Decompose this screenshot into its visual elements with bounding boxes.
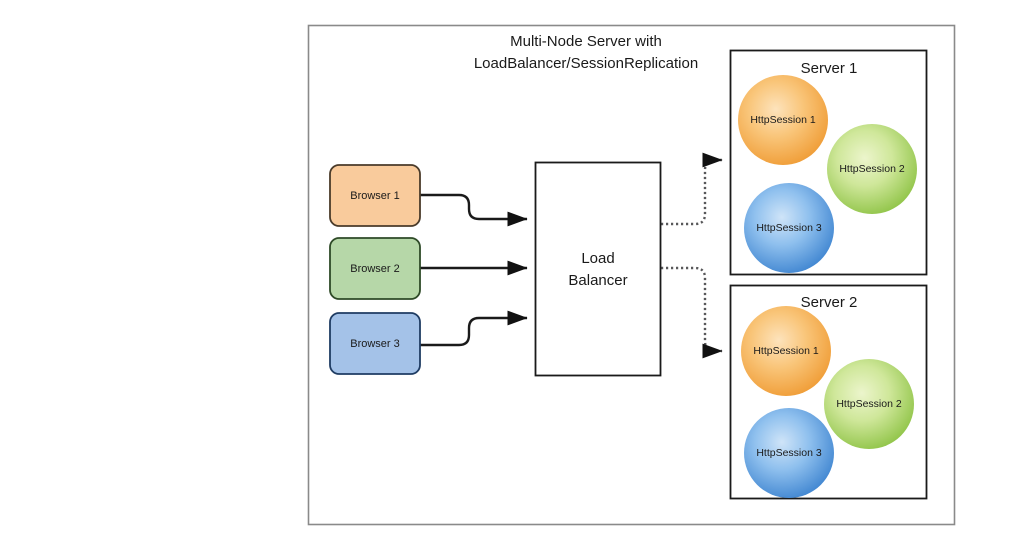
browser-box-1[interactable]: Browser 1 <box>329 164 421 227</box>
connector-loadbalancer-to-server2 <box>661 266 723 359</box>
browser-box-1-shape <box>329 164 421 227</box>
diagram-title-line2: LoadBalancer/SessionReplication <box>474 55 698 72</box>
server1-session-1-label: HttpSession 1 <box>750 114 816 126</box>
load-balancer-label-line2: Balancer <box>568 272 627 289</box>
browser-box-1-label: Browser 1 <box>350 190 400 202</box>
server2-session-1-label: HttpSession 1 <box>753 345 819 357</box>
server-box-2[interactable]: Server 2 HttpSession 1 HttpSession 2 Htt… <box>729 284 928 500</box>
connector-browser3-to-loadbalancer <box>420 310 528 347</box>
server1-session-3-circle <box>744 183 834 273</box>
connector-browser1-to-loadbalancer <box>420 193 528 227</box>
load-balancer-box[interactable]: Load Balancer <box>534 161 662 377</box>
server2-session-2-label: HttpSession 2 <box>836 398 902 410</box>
server2-session-3[interactable]: HttpSession 3 <box>744 408 834 498</box>
server1-session-2-circle <box>827 124 917 214</box>
server1-session-2-label: HttpSession 2 <box>839 163 905 175</box>
server2-session-3-circle <box>744 408 834 498</box>
browser-box-2-label: Browser 2 <box>350 263 400 275</box>
server2-session-2[interactable]: HttpSession 2 <box>824 359 914 449</box>
server-box-1-title: Server 1 <box>801 60 858 77</box>
server2-session-2-circle <box>824 359 914 449</box>
connector-loadbalancer-to-server1 <box>661 152 723 226</box>
load-balancer-label-line1: Load <box>581 250 614 267</box>
server-box-2-title: Server 2 <box>801 294 858 311</box>
server1-session-3-label: HttpSession 3 <box>756 222 822 234</box>
server1-session-1[interactable]: HttpSession 1 <box>738 75 828 165</box>
browser-box-3-label: Browser 3 <box>350 338 400 350</box>
server1-session-2[interactable]: HttpSession 2 <box>827 124 917 214</box>
server2-session-3-label: HttpSession 3 <box>756 447 822 459</box>
browser-box-3[interactable]: Browser 3 <box>329 312 421 375</box>
server1-session-3[interactable]: HttpSession 3 <box>744 183 834 273</box>
diagram-title-line1: Multi-Node Server with <box>510 33 662 50</box>
browser-box-2[interactable]: Browser 2 <box>329 237 421 300</box>
server2-session-1-circle <box>741 306 831 396</box>
server1-session-1-circle <box>738 75 828 165</box>
server-box-1[interactable]: Server 1 HttpSession 1 HttpSession 2 Htt… <box>729 49 928 276</box>
load-balancer-box-shape <box>534 161 662 377</box>
server2-session-1[interactable]: HttpSession 1 <box>741 306 831 396</box>
browser-box-2-shape <box>329 237 421 300</box>
browser-box-3-shape <box>329 312 421 375</box>
